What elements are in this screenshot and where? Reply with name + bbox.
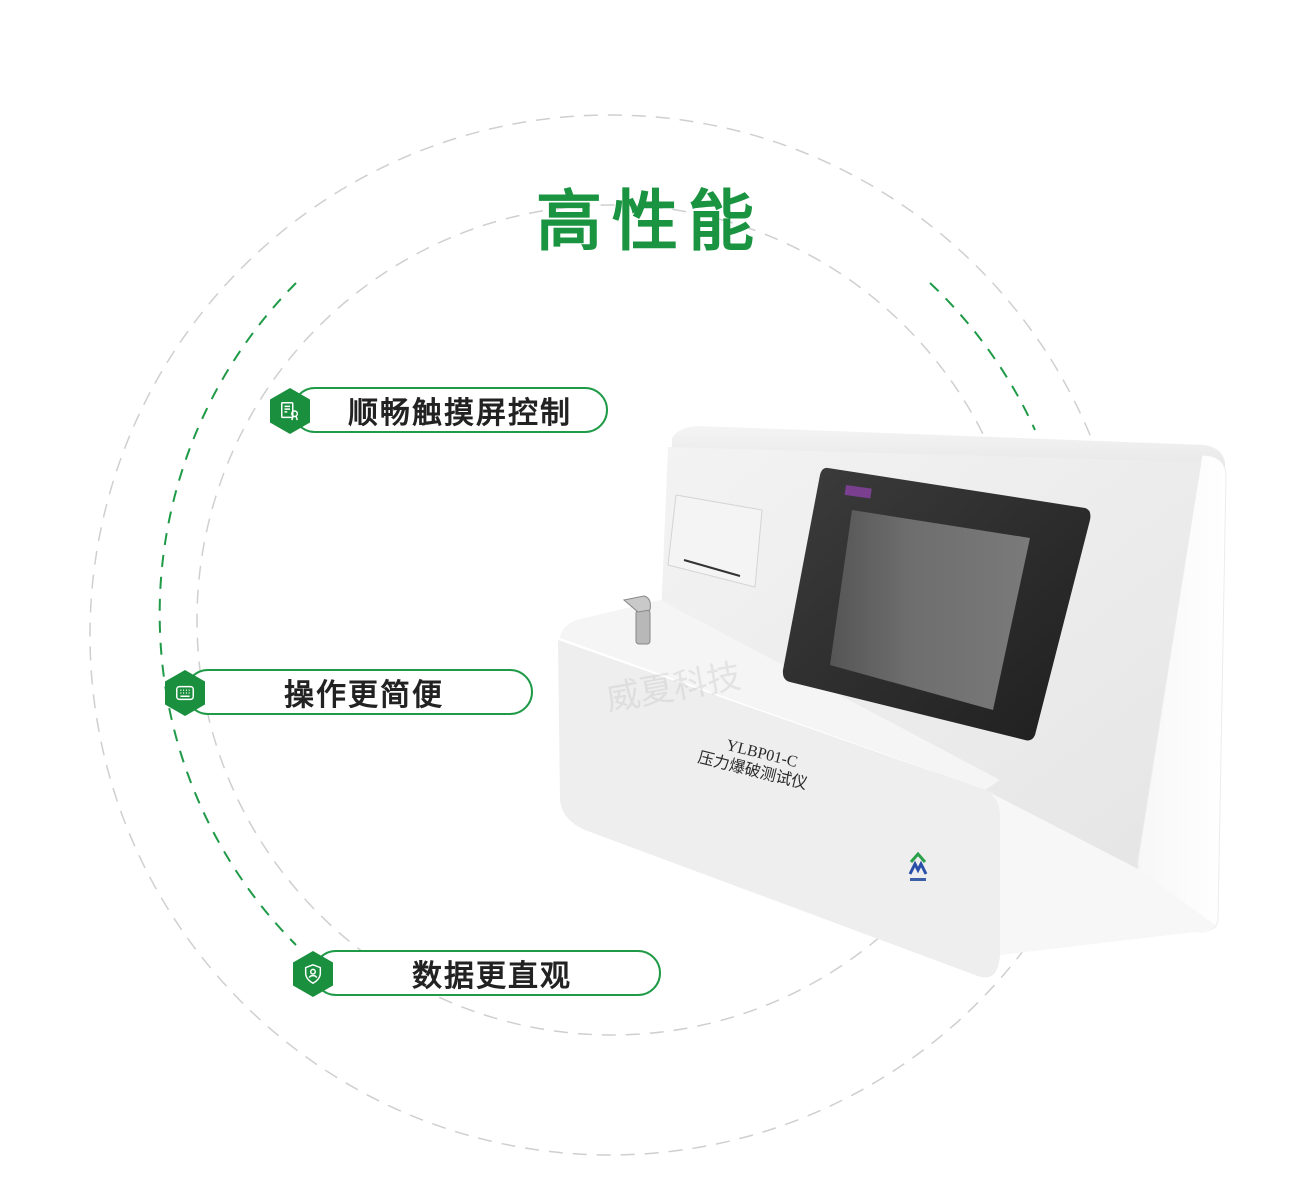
device-base xyxy=(558,640,1000,978)
page-title: 高性能 xyxy=(536,183,764,260)
air-inlet-connector xyxy=(635,609,651,645)
screen-brand-badge xyxy=(844,485,872,499)
company-logo-icon xyxy=(908,851,928,881)
keyboard-icon xyxy=(176,685,194,701)
feature-pill-touchscreen: 顺畅触摸屏控制 xyxy=(292,387,608,433)
feature-label: 顺畅触摸屏控制 xyxy=(348,396,572,431)
shield-user-icon xyxy=(304,964,322,984)
feature-hex-badge xyxy=(293,951,333,997)
feature-pill-operation: 操作更简便 xyxy=(185,669,533,715)
printer-slot xyxy=(667,494,763,588)
feature-hex-badge xyxy=(165,670,205,716)
green-dashed-arc-left xyxy=(158,282,297,946)
touchscreen-display xyxy=(830,510,1030,710)
feature-label: 数据更直观 xyxy=(412,959,572,994)
green-dashed-arc-right-top xyxy=(929,282,1036,431)
certificate-icon xyxy=(281,402,299,421)
feature-label: 操作更简便 xyxy=(284,678,444,713)
